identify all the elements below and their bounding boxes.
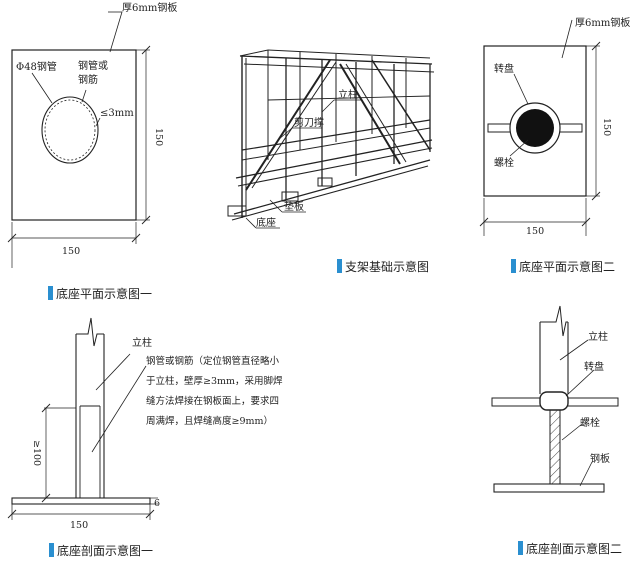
pad-label: 垫板 — [284, 200, 304, 213]
weld-note-line-4: 周满焊，且焊缝高度≥9mm） — [146, 415, 273, 427]
caption-base-plan-1: 底座平面示意图一 — [56, 286, 152, 301]
dim-thickness: 6 — [154, 498, 160, 509]
weld-note-line-1: 钢管或钢筋（定位钢管直径略小 — [146, 355, 280, 367]
plate-thickness-label: 厚6mm钢板 — [122, 1, 177, 14]
post-label: 立柱 — [588, 330, 608, 343]
steel-plate — [11, 49, 137, 221]
plate-label: 钢板 — [590, 452, 610, 465]
figure-base-section-1 — [7, 317, 158, 520]
caption-base-plan-2: 底座平面示意图二 — [519, 259, 615, 274]
bolt-label: 螺栓 — [494, 156, 514, 169]
figure-base-section-2 — [491, 305, 619, 493]
caption-marker — [48, 286, 53, 300]
rod-label-line-1: 钢管或 — [78, 59, 108, 72]
figure-base-plan-1: 厚6mm钢板 Φ48钢管 钢管或 钢筋 ≤3mm 150 150 底座平面示意图… — [7, 1, 177, 301]
dim-width: 150 — [62, 246, 80, 257]
caption-marker — [337, 259, 342, 273]
caption-support-foundation: 支架基础示意图 — [345, 259, 429, 274]
dim-width: 150 — [526, 226, 544, 237]
rod-label-line-2: 钢筋 — [78, 73, 98, 86]
post-label: 立柱 — [338, 88, 358, 101]
caption-base-section-2: 底座剖面示意图二 — [526, 541, 622, 556]
post-label: 立柱 — [132, 336, 152, 349]
steel-plate — [483, 45, 587, 197]
steel-rod-inner — [44, 99, 96, 161]
caption-marker — [511, 259, 516, 273]
pipe-diameter-label: Φ48钢管 — [16, 60, 57, 73]
figure-support-foundation — [227, 49, 435, 229]
caption-marker — [49, 543, 54, 557]
dim-height: 150 — [153, 128, 164, 146]
dim-width: 150 — [70, 520, 88, 531]
weld-note-line-2: 于立柱，壁厚≥3mm，采用脚焊 — [146, 375, 283, 387]
caption-marker — [518, 541, 523, 555]
turntable-label: 转盘 — [494, 62, 514, 75]
scissor-brace-label: 剪刀撑 — [294, 116, 324, 129]
turntable-label: 转盘 — [584, 360, 604, 373]
figure-base-plan-2: 厚6mm钢板 转盘 螺栓 150 150 底座平面示意图二 — [479, 16, 630, 274]
dim-height: 150 — [601, 118, 612, 136]
dim-height: ≥100 — [31, 440, 42, 466]
weld-note-line-3: 缝方法焊接在钢板面上，要求四 — [146, 395, 279, 407]
steel-pipe-outer — [41, 96, 99, 164]
gap-label: ≤3mm — [100, 108, 134, 119]
base-label: 底座 — [256, 216, 276, 229]
plate-thickness-label: 厚6mm钢板 — [575, 16, 630, 29]
bolt-label: 螺栓 — [580, 416, 600, 429]
caption-base-section-1: 底座剖面示意图一 — [57, 543, 153, 558]
bolt — [516, 109, 554, 147]
